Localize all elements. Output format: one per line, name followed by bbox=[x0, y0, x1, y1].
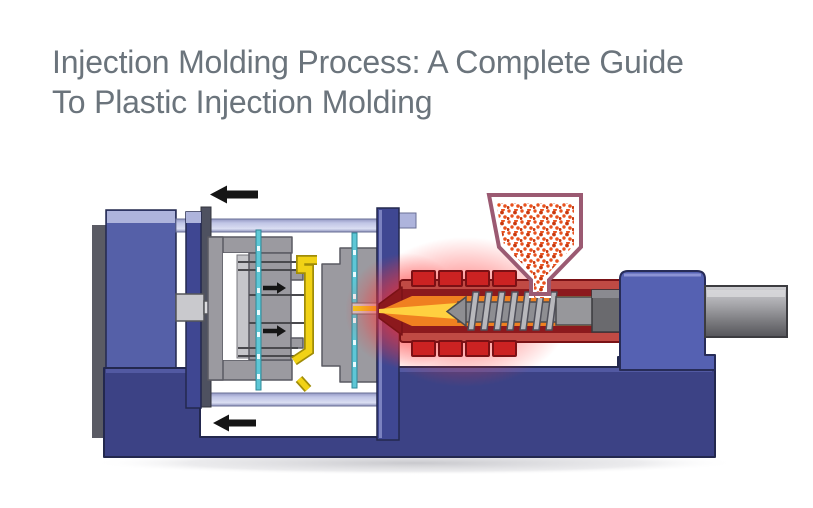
page-title-line-1: Injection Molding Process: A Complete Gu… bbox=[52, 44, 684, 80]
screw-flights bbox=[467, 291, 558, 331]
mold-open-direction-top-arrow bbox=[210, 185, 258, 204]
injection-molding-diagram bbox=[90, 185, 788, 475]
ejector-pins-lower-arrow bbox=[263, 325, 286, 337]
machine-base bbox=[103, 356, 716, 458]
ejector-pins-upper-arrow bbox=[263, 282, 286, 294]
screw-tip bbox=[445, 295, 467, 328]
guide-pin-left bbox=[255, 229, 262, 391]
page-title: Injection Molding Process: A Complete Gu… bbox=[52, 42, 792, 122]
mold-open-direction-bottom-arrow bbox=[213, 414, 256, 432]
mold-left-half bbox=[207, 229, 310, 391]
pellet-hopper bbox=[486, 193, 583, 298]
heater-bands bbox=[411, 270, 517, 357]
page-title-line-2: To Plastic Injection Molding bbox=[52, 84, 433, 120]
drive-cylinder bbox=[704, 285, 788, 338]
plastic-pellets bbox=[496, 203, 574, 298]
molded-part bbox=[291, 255, 317, 393]
injection-barrel bbox=[345, 237, 623, 387]
reciprocating-screw bbox=[445, 289, 623, 333]
carriage-block bbox=[619, 270, 716, 371]
